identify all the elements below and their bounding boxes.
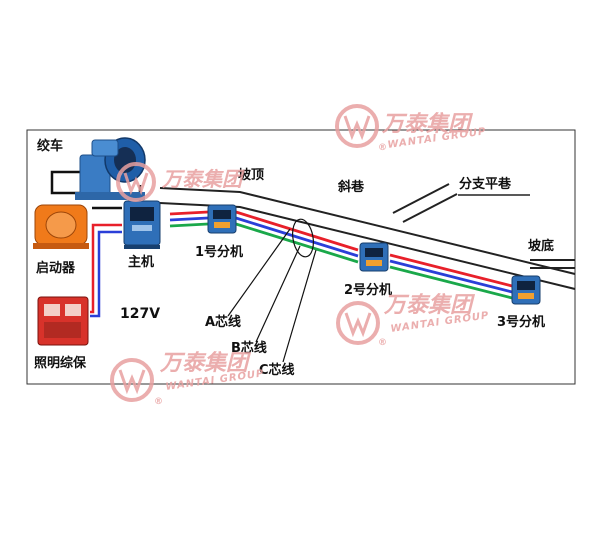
signal-cable xyxy=(169,210,513,300)
watermark-bottom-cn: 万泰集团 xyxy=(159,350,252,376)
label-sub1: 1号分机 xyxy=(195,244,243,260)
wire-b-blue xyxy=(169,216,513,294)
sub-unit-1-device xyxy=(207,204,237,234)
watermark-middle-cn: 万泰集团 xyxy=(383,292,476,318)
label-slope-top: 坡顶 xyxy=(238,167,264,183)
tunnel-walls xyxy=(159,183,576,290)
label-voltage: 127V xyxy=(120,306,160,322)
label-wire-a: A芯线 xyxy=(205,314,241,330)
sub-unit-3-device xyxy=(511,275,541,305)
label-slope-bottom: 坡底 xyxy=(528,238,554,254)
starter-device xyxy=(33,204,89,249)
host-device xyxy=(123,200,161,249)
label-sub3: 3号分机 xyxy=(497,314,545,330)
watermark-top-reg: ® xyxy=(378,143,388,153)
label-wire-b: B芯线 xyxy=(231,340,267,356)
watermark-bottom-reg: ® xyxy=(154,397,164,407)
cable-section-ellipse xyxy=(292,218,314,258)
label-lighting: 照明综保 xyxy=(34,355,87,371)
power-wire-blue xyxy=(90,230,122,318)
label-incline: 斜巷 xyxy=(337,179,365,195)
power-wiring xyxy=(90,223,122,318)
label-branch: 分支平巷 xyxy=(459,176,512,192)
label-winch: 绞车 xyxy=(37,138,63,154)
watermark-top-cn: 万泰集团 xyxy=(381,111,474,137)
wire-a-red xyxy=(169,210,513,288)
watermark-middle-reg: ® xyxy=(378,338,388,348)
label-wire-c: C芯线 xyxy=(259,362,295,378)
cable-section-callout xyxy=(227,218,317,363)
winch-device xyxy=(75,137,146,200)
label-sub2: 2号分机 xyxy=(344,282,392,298)
power-wire-red xyxy=(90,223,122,314)
watermark-left-cn: 万泰集团 xyxy=(161,167,245,191)
lighting-protector-device xyxy=(37,296,89,346)
label-host: 主机 xyxy=(128,254,154,270)
wire-c-green xyxy=(169,222,513,300)
watermark-left: 万泰集团 xyxy=(116,162,245,202)
label-starter: 启动器 xyxy=(36,260,76,276)
sub-unit-2-device xyxy=(359,242,389,272)
